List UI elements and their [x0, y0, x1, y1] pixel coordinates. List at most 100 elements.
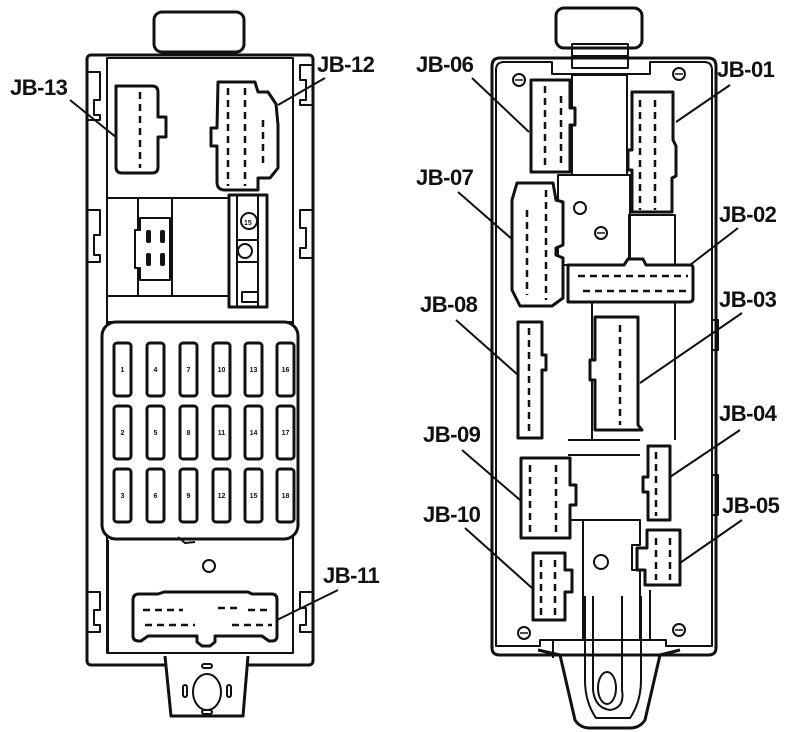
fuse-outline	[178, 341, 199, 398]
fuse-slot[interactable]: 2	[112, 404, 133, 461]
connector-jb-07[interactable]	[510, 181, 565, 308]
connector-jb-08[interactable]	[516, 320, 548, 440]
connector-jb-06[interactable]	[529, 78, 577, 174]
connector-jb-04[interactable]	[641, 444, 672, 522]
fuse-slot[interactable]: 16	[275, 341, 296, 398]
fuse-slot[interactable]: 14	[243, 404, 264, 461]
leader-jb-01	[675, 84, 731, 123]
connector-jb-12[interactable]	[209, 80, 280, 192]
label-jb-09: JB-09	[423, 422, 481, 447]
relay-small	[134, 217, 171, 281]
fuse-slot[interactable]: 13	[243, 341, 264, 398]
fuse-slot[interactable]: 7	[178, 341, 199, 398]
left-bottom-mount	[163, 655, 250, 718]
label-jb-05: JB-05	[722, 493, 780, 518]
fuse-outline	[275, 404, 296, 461]
connector-jb-02[interactable]	[566, 257, 695, 304]
leader-jb-04	[669, 429, 741, 478]
fuse-outline	[275, 341, 296, 398]
label-jb-07: JB-07	[416, 165, 474, 190]
leader-jb-05	[679, 519, 743, 564]
fuse-number: 6	[154, 493, 158, 500]
label-jb-11: JB-11	[323, 563, 379, 588]
fuse-number: 14	[250, 430, 258, 437]
fuse-number: 8	[187, 430, 191, 437]
connector-jb-03[interactable]	[588, 315, 644, 432]
svg-text:15: 15	[244, 220, 252, 227]
label-jb-04: JB-04	[719, 401, 778, 426]
leader-jb-12	[277, 77, 326, 106]
fuse-slot[interactable]: 12	[211, 467, 232, 524]
fuse-outline	[211, 467, 232, 524]
left-top-tab	[152, 10, 246, 54]
leader-jb-06	[471, 77, 530, 133]
leader-jb-08	[455, 319, 519, 376]
connector-jb-11[interactable]	[131, 590, 279, 648]
right-junction-block: JB-06 JB-01 JB-07 JB-02 JB-08 JB-03 JB-0…	[416, 6, 780, 730]
fuse-slot[interactable]: 1	[112, 341, 133, 398]
mount-hole	[202, 559, 216, 573]
screws	[512, 67, 686, 640]
fuse-outline	[211, 404, 232, 461]
fuse-slot[interactable]: 10	[211, 341, 232, 398]
right-outer-plate	[490, 56, 718, 657]
label-jb-02: JB-02	[719, 202, 777, 227]
label-jb-01: JB-01	[717, 57, 775, 82]
fuse-outline	[243, 404, 264, 461]
fuse-slot[interactable]: 4	[145, 341, 166, 398]
fuse-slot[interactable]: 18	[275, 467, 296, 524]
fuse-outline	[178, 404, 199, 461]
fuse-number: 9	[187, 493, 191, 500]
leader-jb-11	[276, 589, 339, 621]
fuse-slot[interactable]: 15	[243, 467, 264, 524]
fuse-number: 16	[282, 367, 290, 374]
fuse-slot[interactable]: 5	[145, 404, 166, 461]
fuse-outline	[145, 404, 166, 461]
fuse-outline	[275, 467, 296, 524]
fuse-outline	[112, 467, 133, 524]
fuse-slot[interactable]: 17	[275, 404, 296, 461]
fuse-number: 10	[218, 367, 226, 374]
fuse-slot[interactable]: 9	[178, 467, 199, 524]
fuse-outline	[145, 467, 166, 524]
label-jb-10: JB-10	[423, 502, 481, 527]
label-jb-03: JB-03	[719, 287, 777, 312]
connector-jb-13[interactable]	[114, 84, 168, 175]
leader-jb-13	[69, 99, 118, 139]
connector-jb-09[interactable]	[519, 456, 578, 540]
connector-jb-10[interactable]	[531, 551, 574, 622]
leader-jb-07	[457, 191, 514, 241]
leader-jb-02	[689, 227, 739, 266]
leader-jb-10	[464, 527, 533, 589]
fuse-outline	[178, 467, 199, 524]
fuse-number: 17	[282, 430, 290, 437]
fuse-number: 5	[154, 430, 158, 437]
fuse-number: 2	[121, 430, 125, 437]
fuse-slot[interactable]: 11	[211, 404, 232, 461]
leader-jb-09	[461, 449, 521, 501]
fuse-number: 12	[218, 493, 226, 500]
fuse-outline	[112, 404, 133, 461]
fuse-number: 4	[154, 367, 158, 374]
fuse-number: 13	[250, 367, 258, 374]
right-bottom-mount	[537, 648, 681, 730]
fuse-slot[interactable]: 3	[112, 467, 133, 524]
fuse-outline	[211, 341, 232, 398]
fuse-number: 15	[250, 493, 258, 500]
fuse-slot[interactable]: 8	[178, 404, 199, 461]
connector-jb-05[interactable]	[635, 528, 682, 587]
fuse-number: 11	[218, 430, 226, 437]
label-jb-08: JB-08	[420, 292, 478, 317]
label-jb-13: JB-13	[10, 75, 68, 100]
fuse-outline	[243, 341, 264, 398]
label-jb-06: JB-06	[416, 52, 474, 77]
fuse-outline	[112, 341, 133, 398]
connector-jb-01[interactable]	[626, 90, 678, 214]
fuse-outline	[243, 467, 264, 524]
fuse-slot[interactable]: 6	[145, 467, 166, 524]
fuse-number: 18	[282, 493, 290, 500]
fuse-number: 3	[121, 493, 125, 500]
